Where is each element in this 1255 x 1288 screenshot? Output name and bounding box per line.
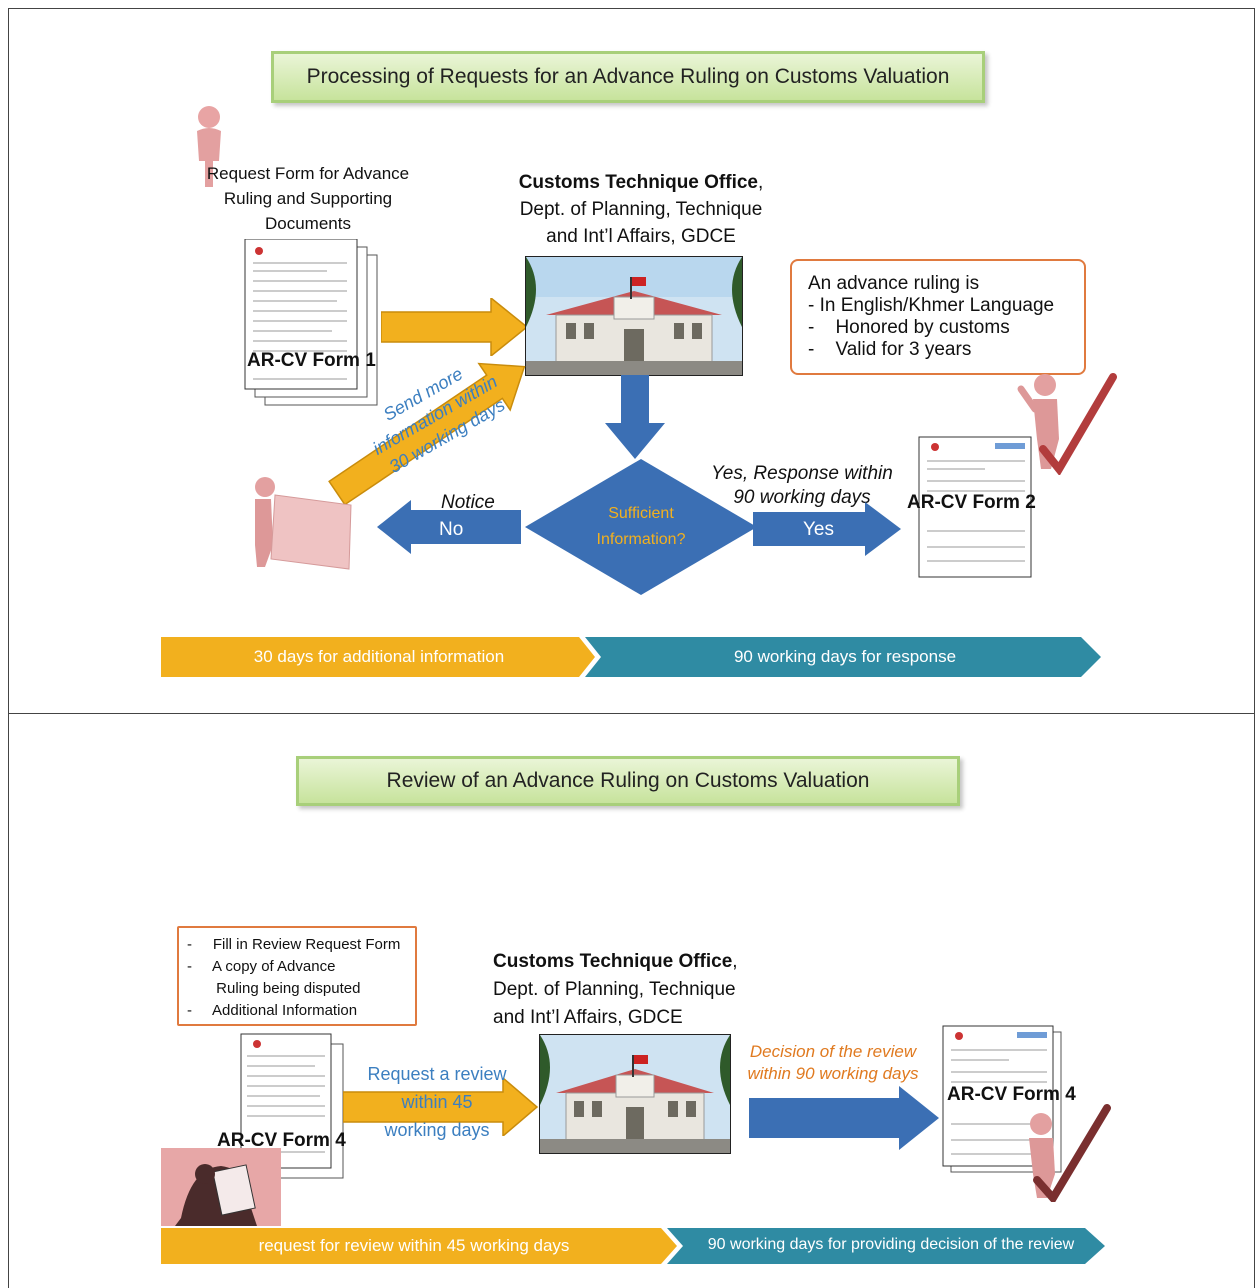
decision-review-line: Decision of the review: [749, 1042, 917, 1061]
yes-response-line: Yes, Response within: [711, 463, 893, 484]
office-name-suffix: ,: [758, 172, 764, 193]
request-form-line: Documents: [265, 214, 351, 233]
office-dept-line: Dept. of Planning, Technique: [519, 199, 763, 220]
advance-ruling-process-panel: Processing of Requests for an Advance Ru…: [8, 8, 1255, 714]
customs-office-building-image: [525, 256, 743, 376]
ar-cv-form-2-document-icon: [918, 436, 1032, 578]
process-title: Processing of Requests for an Advance Ru…: [306, 65, 950, 88]
decision-review-caption: Decision of the review within 90 working…: [733, 1041, 933, 1085]
send-more-info-arrow: [328, 362, 526, 506]
requirement-line: - A copy of Advance: [187, 958, 336, 975]
ruling-info-line: - In English/Khmer Language: [808, 295, 1055, 316]
ar-cv-form-4-decision-document-icon: [942, 1025, 1062, 1173]
request-form-line: Request Form for Advance: [206, 164, 410, 183]
review-timeline: [161, 1228, 1105, 1264]
office-name: Customs Technique Office: [493, 951, 733, 972]
person-figure-icon: [197, 106, 221, 187]
down-arrow: [605, 375, 665, 459]
request-review-line: working days: [384, 1120, 490, 1140]
decision-review-line: within 90 working days: [747, 1064, 919, 1083]
approval-checkmark-icon: [1017, 373, 1117, 475]
person-reading-document-icon: [161, 1148, 281, 1226]
review-title-banner: Review of an Advance Ruling on Customs V…: [296, 756, 960, 806]
office-name-suffix: ,: [732, 951, 738, 972]
requirement-line: Ruling being disputed: [187, 980, 361, 997]
no-label: No: [439, 519, 464, 540]
timeline-response-label: 90 working days for response: [733, 647, 957, 666]
timeline-request-review-label: request for review within 45 working day…: [258, 1236, 570, 1255]
no-arrow: [377, 500, 521, 554]
form-4-request-label: AR-CV Form 4: [217, 1130, 346, 1151]
decision-line: Sufficient: [608, 505, 674, 522]
customs-office-building-image: [539, 1034, 731, 1154]
ruling-info-line: - Valid for 3 years: [808, 339, 972, 360]
review-requirements-box: - Fill in Review Request Form - A copy o…: [177, 926, 417, 1026]
approval-checkmark-icon: [1029, 1104, 1111, 1202]
submit-arrow: [381, 298, 529, 356]
request-form-caption: Request Form for Advance Ruling and Supp…: [177, 161, 439, 236]
request-review-line: Request a review: [367, 1064, 507, 1084]
advance-ruling-review-panel: Review of an Advance Ruling on Customs V…: [8, 713, 1255, 1288]
office-caption-bottom: Customs Technique Office, Dept. of Plann…: [493, 948, 793, 1032]
sufficient-information-decision: [525, 459, 757, 595]
yes-label: Yes: [803, 519, 834, 540]
decision-review-arrow: [749, 1086, 939, 1150]
yes-arrow: [753, 502, 901, 556]
yes-response-caption: Yes, Response within 90 working days: [697, 462, 907, 510]
form-4-decision-label: AR-CV Form 4: [947, 1084, 1076, 1105]
decision-line: Information?: [596, 531, 686, 548]
timeline-additional-info-label: 30 days for additional information: [253, 647, 505, 666]
form-1-label: AR-CV Form 1: [247, 350, 376, 371]
ruling-info-line: - Honored by customs: [808, 317, 1010, 338]
review-title: Review of an Advance Ruling on Customs V…: [386, 769, 870, 792]
yes-response-line: 90 working days: [733, 487, 871, 508]
form-2-label: AR-CV Form 2: [907, 492, 1036, 513]
office-affairs-line: and Int’l Affairs, GDCE: [546, 226, 736, 247]
person-holding-board-icon: [255, 477, 352, 570]
office-affairs-line: and Int’l Affairs, GDCE: [493, 1007, 683, 1028]
decision-question: Sufficient Information?: [557, 501, 725, 553]
requirement-line: - Fill in Review Request Form: [187, 936, 401, 953]
ar-cv-form-4-request-document-icon: [240, 1033, 344, 1179]
ruling-info-line: An advance ruling is: [808, 273, 980, 294]
request-review-line: within 45: [401, 1092, 473, 1112]
processing-timeline: [161, 637, 1101, 677]
request-review-arrow: [343, 1078, 539, 1136]
office-name: Customs Technique Office: [518, 172, 758, 193]
process-title-banner: Processing of Requests for an Advance Ru…: [271, 51, 985, 103]
advance-ruling-info-box: An advance ruling is - In English/Khmer …: [790, 259, 1086, 375]
ar-cv-form-1-document-icon: [244, 239, 378, 406]
request-review-caption: Request a review within 45 working days: [347, 1060, 527, 1144]
requirement-line: - Additional Information: [187, 1002, 358, 1019]
office-dept-line: Dept. of Planning, Technique: [493, 979, 736, 1000]
notice-label: Notice: [441, 492, 495, 513]
timeline-decision-label: 90 working days for providing decision o…: [707, 1236, 1075, 1253]
request-form-line: Ruling and Supporting: [223, 189, 393, 208]
office-caption-top: Customs Technique Office, Dept. of Plann…: [491, 169, 791, 250]
